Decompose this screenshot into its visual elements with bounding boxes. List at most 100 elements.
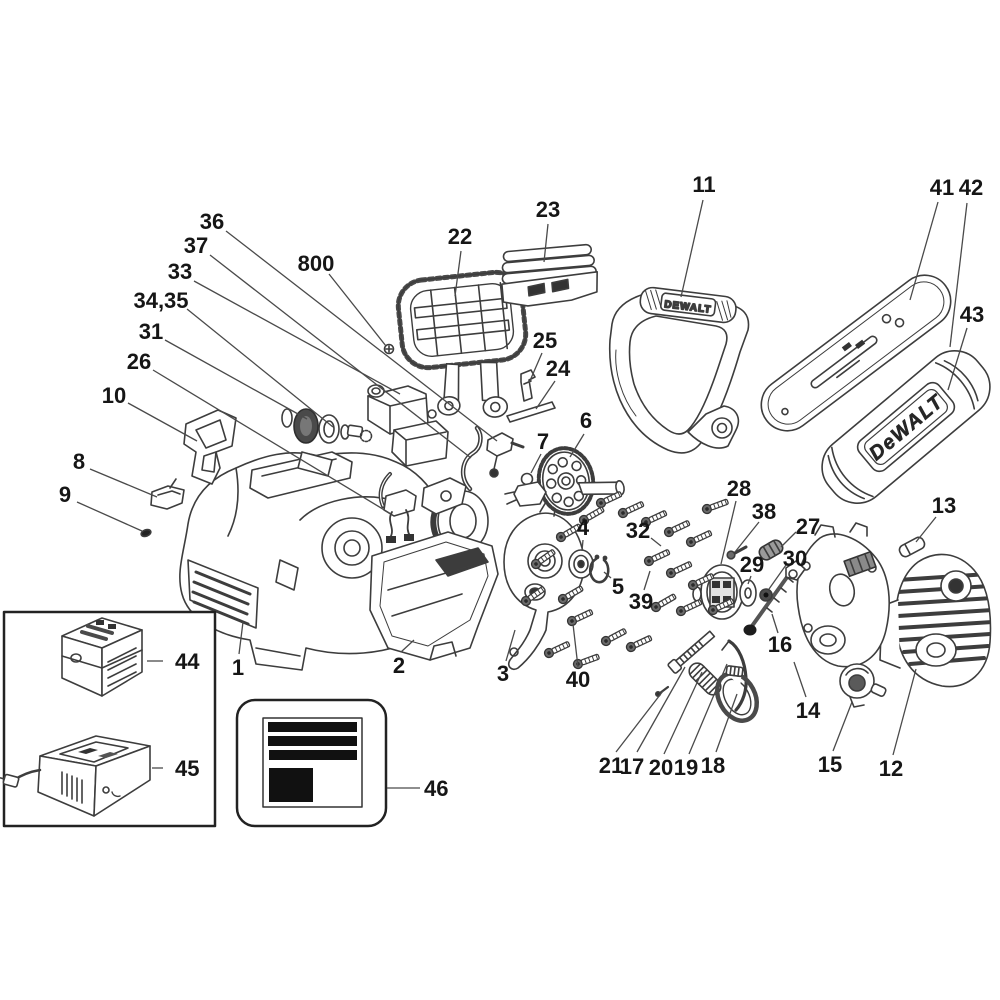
part-manual-card	[235, 698, 388, 828]
part-sprocket-gear	[536, 446, 625, 516]
part-label-17: 17	[620, 754, 644, 779]
part-trigger-switch	[150, 478, 185, 510]
leader-40	[572, 623, 579, 668]
part-washer-stack	[568, 549, 594, 579]
part-rod	[506, 401, 556, 423]
part-label-14: 14	[796, 698, 821, 723]
leader-32	[650, 537, 662, 547]
part-label-38: 38	[752, 499, 776, 524]
leader-lines	[76, 199, 968, 789]
part-handle-bracket	[183, 409, 237, 485]
leader-28	[720, 500, 737, 565]
part-label-36: 36	[200, 209, 224, 234]
part-long-bolt	[743, 560, 806, 636]
part-label-46: 46	[424, 776, 448, 801]
leader-4	[581, 539, 584, 552]
leader-29	[747, 575, 752, 585]
part-hose-clamp	[714, 665, 760, 723]
part-label-800: 800	[298, 251, 335, 276]
leader-3	[505, 629, 516, 662]
part-label-37: 37	[184, 233, 208, 258]
leader-13	[915, 516, 937, 543]
leader-36	[225, 230, 498, 442]
leader-26	[152, 369, 392, 515]
part-label-23: 23	[536, 197, 560, 222]
leader-17	[636, 666, 686, 753]
part-curved-strip	[378, 472, 392, 508]
part-label-26: 26	[127, 349, 151, 374]
leader-5	[603, 571, 612, 579]
part-oil-hose	[460, 425, 483, 492]
part-housing-cover	[369, 531, 499, 661]
leader-9	[76, 501, 143, 532]
leader-27	[780, 531, 797, 548]
part-small-fastener	[140, 528, 152, 538]
part-charger	[0, 735, 151, 817]
leader-31	[164, 339, 308, 420]
part-brake-valve	[486, 432, 525, 478]
part-small-screw	[726, 545, 748, 560]
leader-800	[328, 273, 387, 347]
leader-21	[615, 690, 664, 753]
leader-1	[238, 621, 244, 655]
part-label-43: 43	[960, 302, 984, 327]
part-clutch-cover	[879, 553, 992, 688]
part-screw-800	[383, 343, 395, 355]
part-label-18: 18	[701, 753, 725, 778]
leader-38	[734, 521, 760, 553]
leader-23	[543, 223, 549, 263]
part-label-27: 27	[796, 514, 820, 539]
part-nut	[759, 588, 773, 602]
part-tension-knob	[839, 663, 887, 708]
leader-10	[127, 402, 198, 442]
part-label-11: 11	[692, 172, 715, 197]
part-label-12: 12	[879, 756, 903, 781]
leader-43	[947, 327, 968, 391]
part-label-29: 29	[740, 552, 764, 577]
part-oil-pump	[504, 472, 547, 507]
part-label-21: 21	[599, 753, 623, 778]
leader-12	[892, 668, 917, 756]
leader-19	[688, 663, 728, 755]
part-labels: 36 37 33 34,35 31 26 10 8 9 800 22 23 25…	[59, 172, 984, 801]
part-label-15: 15	[818, 752, 842, 777]
leader-42	[949, 202, 968, 348]
part-label-1: 1	[232, 655, 244, 680]
part-label-25: 25	[533, 328, 557, 353]
leader-20	[663, 671, 703, 755]
part-hand-guard	[395, 269, 529, 418]
leader-25	[528, 352, 543, 384]
leader-34-35	[186, 308, 334, 428]
part-top-cap	[501, 243, 598, 307]
part-label-45: 45	[175, 756, 199, 781]
part-guide-bar	[760, 274, 952, 432]
leader-8	[89, 468, 158, 498]
part-pin	[898, 536, 926, 558]
leader-33	[193, 280, 401, 395]
leader-30	[768, 564, 787, 590]
leader-11	[680, 199, 704, 298]
part-label-22: 22	[448, 224, 472, 249]
leader-18	[715, 693, 738, 753]
part-label-5: 5	[612, 574, 624, 599]
part-oil-tank	[367, 384, 449, 467]
part-label-8: 8	[73, 449, 85, 474]
part-label-32: 32	[626, 518, 650, 543]
part-label-3: 3	[497, 661, 509, 686]
part-retaining-ring	[588, 554, 610, 584]
part-label-7: 7	[537, 429, 549, 454]
part-label-10: 10	[102, 383, 126, 408]
part-label-20: 20	[649, 755, 673, 780]
part-label-34-35: 34,35	[133, 288, 188, 313]
part-washer	[739, 579, 757, 607]
part-wiring-harness	[383, 489, 417, 543]
part-label-40: 40	[566, 667, 590, 692]
part-tensioner-screw	[667, 630, 716, 674]
part-label-28: 28	[727, 476, 751, 501]
leader-24	[535, 380, 556, 410]
part-label-4: 4	[577, 515, 590, 540]
part-sprocket-plate	[796, 522, 890, 668]
leader-16	[771, 613, 779, 634]
